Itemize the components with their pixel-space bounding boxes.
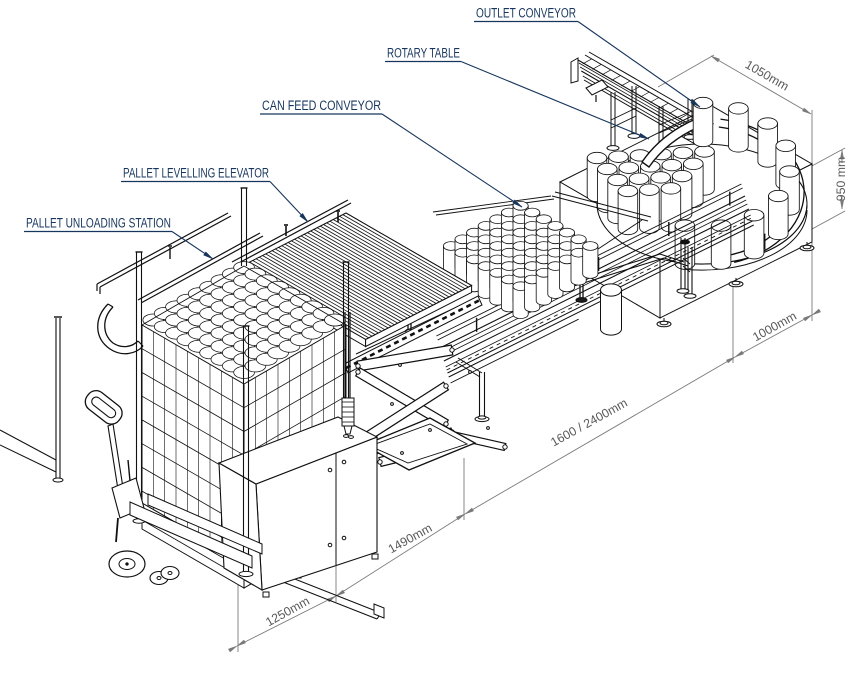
svg-text:950 mm: 950 mm [834,157,848,201]
svg-text:OUTLET CONVEYOR: OUTLET CONVEYOR [476,6,576,21]
svg-text:PALLET LEVELLING ELEVATOR: PALLET LEVELLING ELEVATOR [123,166,269,181]
svg-text:CAN FEED CONVEYOR: CAN FEED CONVEYOR [262,98,381,113]
svg-text:ROTARY TABLE: ROTARY TABLE [387,46,460,61]
svg-text:PALLET UNLOADING STATION: PALLET UNLOADING STATION [26,216,171,231]
